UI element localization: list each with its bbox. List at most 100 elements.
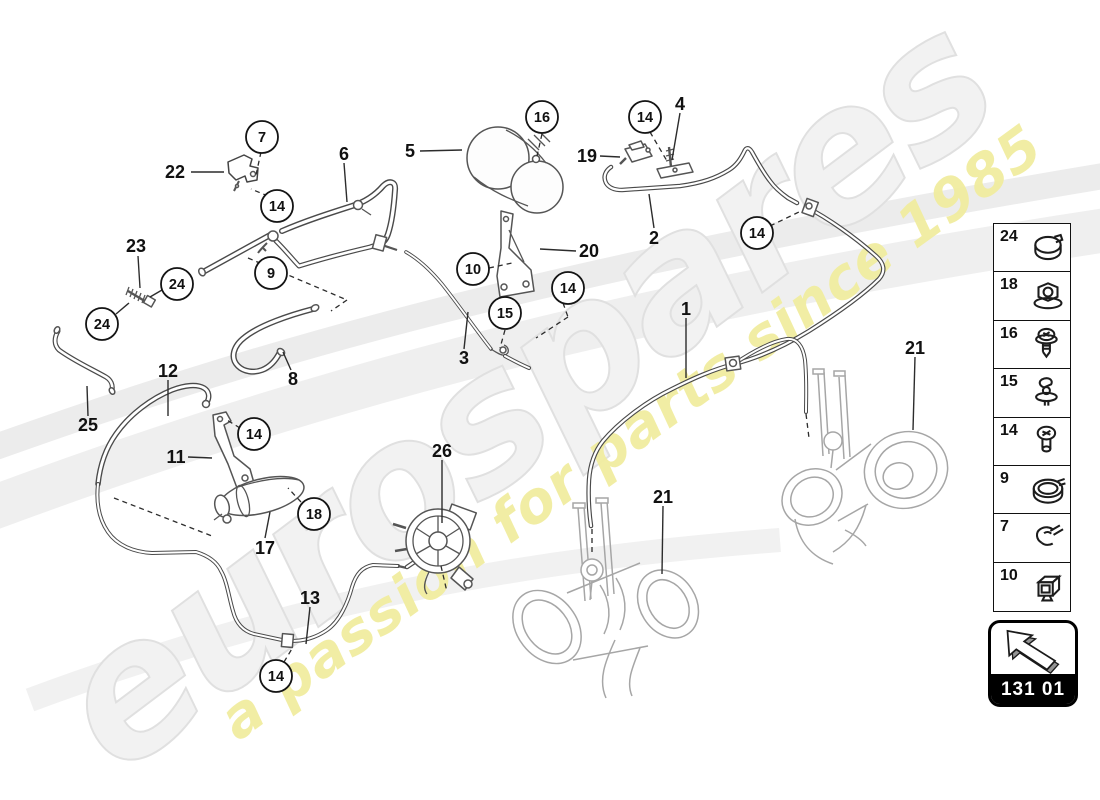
- hose-clamp-icon: [1029, 229, 1067, 267]
- leader-line: [599, 155, 621, 158]
- callout-balloon-24: 24: [85, 307, 119, 341]
- balloon-number: 24: [169, 277, 185, 293]
- leader-line: [282, 351, 292, 371]
- callout-balloon-14: 14: [628, 100, 662, 134]
- legend-item-10[interactable]: 10: [994, 562, 1070, 612]
- balloon-number: 24: [94, 317, 110, 333]
- part-label-12: 12: [158, 361, 178, 381]
- part-label-23: 23: [126, 236, 146, 256]
- right-silencer: [781, 368, 949, 565]
- pan-screw-icon: [1029, 422, 1067, 460]
- rubber-mount-icon: [1029, 568, 1067, 606]
- part-label-21: 21: [653, 487, 673, 507]
- leader-line: [661, 505, 664, 575]
- balloon-number: 14: [268, 669, 284, 685]
- part-label-11: 11: [166, 447, 185, 467]
- diagram-line-art: [52, 126, 949, 699]
- leader-line: [115, 302, 130, 315]
- balloon-number: 14: [749, 226, 765, 242]
- callout-balloon-18: 18: [297, 497, 331, 531]
- part-label-3: 3: [459, 348, 469, 368]
- part-label-13: 13: [300, 588, 320, 608]
- dashed-leader-line: [562, 302, 569, 318]
- part-label-25: 25: [78, 415, 98, 435]
- legend-item-16[interactable]: 16: [994, 320, 1070, 370]
- part-label-20: 20: [579, 241, 599, 261]
- legend-number: 14: [1000, 421, 1018, 439]
- balloon-number: 14: [560, 281, 576, 297]
- part-label-21: 21: [905, 338, 925, 358]
- retainer-clip-icon: [1029, 374, 1067, 412]
- balloon-number: 10: [465, 262, 481, 278]
- screw-washer-icon: [1029, 325, 1067, 363]
- dashed-leader-line: [255, 151, 262, 176]
- dashed-leader-line: [330, 299, 348, 312]
- leader-lines: [86, 112, 916, 645]
- callout-balloon-14: 14: [740, 216, 774, 250]
- leader-line: [187, 456, 213, 459]
- callout-balloon-15: 15: [488, 296, 522, 330]
- section-nav-box[interactable]: 131 01: [988, 620, 1078, 707]
- flange-nut-icon: [1029, 277, 1067, 315]
- legend-item-14[interactable]: 14: [994, 417, 1070, 466]
- leader-line: [343, 162, 348, 203]
- part-label-19: 19: [577, 146, 597, 166]
- part-label-2: 2: [649, 228, 659, 248]
- dashed-leader-line: [440, 565, 448, 593]
- dashed-leader-line: [805, 413, 810, 439]
- dashed-leader-line: [499, 329, 506, 349]
- back-arrow-icon: [991, 623, 1075, 674]
- section-code: 131 01: [991, 674, 1075, 704]
- dashed-leader-line: [536, 133, 543, 157]
- legend-number: 15: [1000, 373, 1018, 391]
- legend-item-15[interactable]: 15: [994, 369, 1070, 418]
- callout-balloon-14: 14: [259, 659, 293, 693]
- part-label-17: 17: [255, 538, 275, 558]
- part-label-26: 26: [432, 441, 452, 461]
- legend-number: 24: [1000, 228, 1018, 245]
- balloon-number: 18: [306, 507, 322, 523]
- leader-line: [137, 255, 141, 289]
- leader-line: [539, 248, 577, 252]
- band-clamp-icon: [1029, 471, 1067, 509]
- balloon-number: 15: [497, 306, 513, 322]
- leader-line: [419, 149, 463, 152]
- callout-balloon-10: 10: [456, 252, 490, 286]
- callout-balloon-14: 14: [237, 417, 271, 451]
- legend-item-18[interactable]: 18: [994, 272, 1070, 321]
- part-label-8: 8: [288, 369, 298, 389]
- balloon-number: 14: [269, 199, 285, 215]
- callout-balloon-9: 9: [254, 256, 288, 290]
- dashed-leader-line: [283, 646, 294, 663]
- dashed-leader-line: [535, 316, 569, 339]
- legend-item-24[interactable]: 24: [994, 224, 1070, 273]
- leader-line: [86, 385, 89, 417]
- leader-line: [912, 356, 916, 431]
- spring-clip-icon: [1029, 519, 1067, 557]
- balloon-number: 7: [258, 130, 266, 146]
- callout-balloon-14: 14: [551, 271, 585, 305]
- callout-balloon-14: 14: [260, 189, 294, 223]
- part-label-5: 5: [405, 141, 415, 161]
- leader-line: [264, 511, 271, 539]
- callout-balloon-24: 24: [160, 267, 194, 301]
- legend-number: 10: [1000, 566, 1018, 584]
- balloon-number: 14: [246, 427, 262, 443]
- legend-item-7[interactable]: 7: [994, 514, 1070, 563]
- legend-number: 16: [1000, 324, 1018, 342]
- legend-item-9[interactable]: 9: [994, 465, 1070, 515]
- leader-line: [149, 289, 163, 298]
- part-label-6: 6: [339, 144, 349, 164]
- leader-line: [671, 112, 681, 161]
- leader-line: [648, 193, 655, 229]
- callout-balloon-16: 16: [525, 100, 559, 134]
- leader-line: [463, 311, 469, 350]
- callout-balloons: 7 14 16 14 14 24 24 9 10 14 15 14 18 14: [85, 100, 774, 693]
- dashed-leader-line: [769, 210, 802, 227]
- dashed-leader-lines: [113, 131, 810, 663]
- left-silencer: [512, 497, 700, 699]
